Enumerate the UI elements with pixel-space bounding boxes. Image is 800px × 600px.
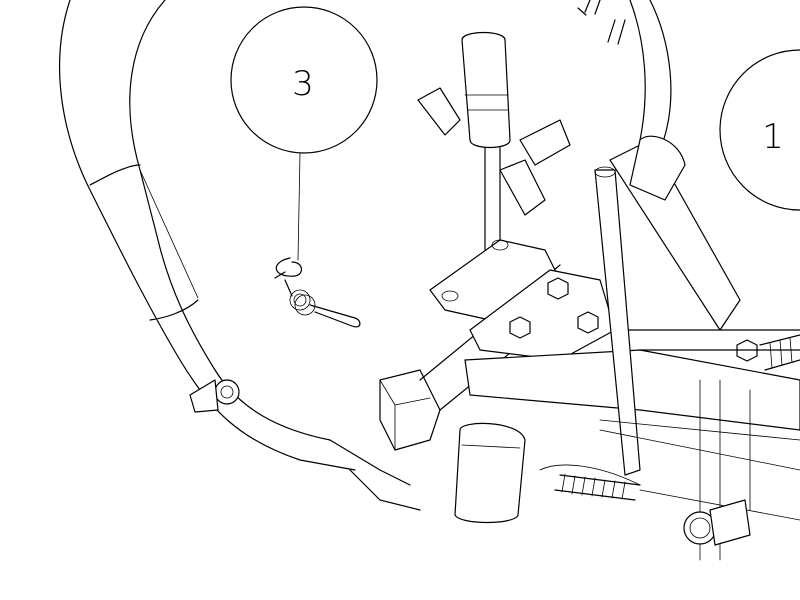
cables xyxy=(539,419,800,521)
callout-label-3: 3 xyxy=(292,64,314,104)
tube-bolt xyxy=(189,379,240,413)
lever-knob xyxy=(461,31,511,251)
handlebar-tube xyxy=(59,0,421,511)
arm-plate xyxy=(609,135,741,331)
wing-knobs xyxy=(417,87,571,216)
callout-label-1: 1 xyxy=(762,117,784,157)
link-rod xyxy=(594,166,641,476)
springs xyxy=(554,334,800,501)
mounting-bracket xyxy=(429,239,616,361)
torsion-spring-part xyxy=(274,257,361,328)
handlebar-collar xyxy=(379,369,441,451)
foot-pedal xyxy=(454,422,526,524)
callout-1: 1 xyxy=(719,49,800,211)
threaded-fitting xyxy=(683,499,751,546)
callout-3: 3 xyxy=(230,6,378,261)
upper-tubes xyxy=(577,0,672,151)
